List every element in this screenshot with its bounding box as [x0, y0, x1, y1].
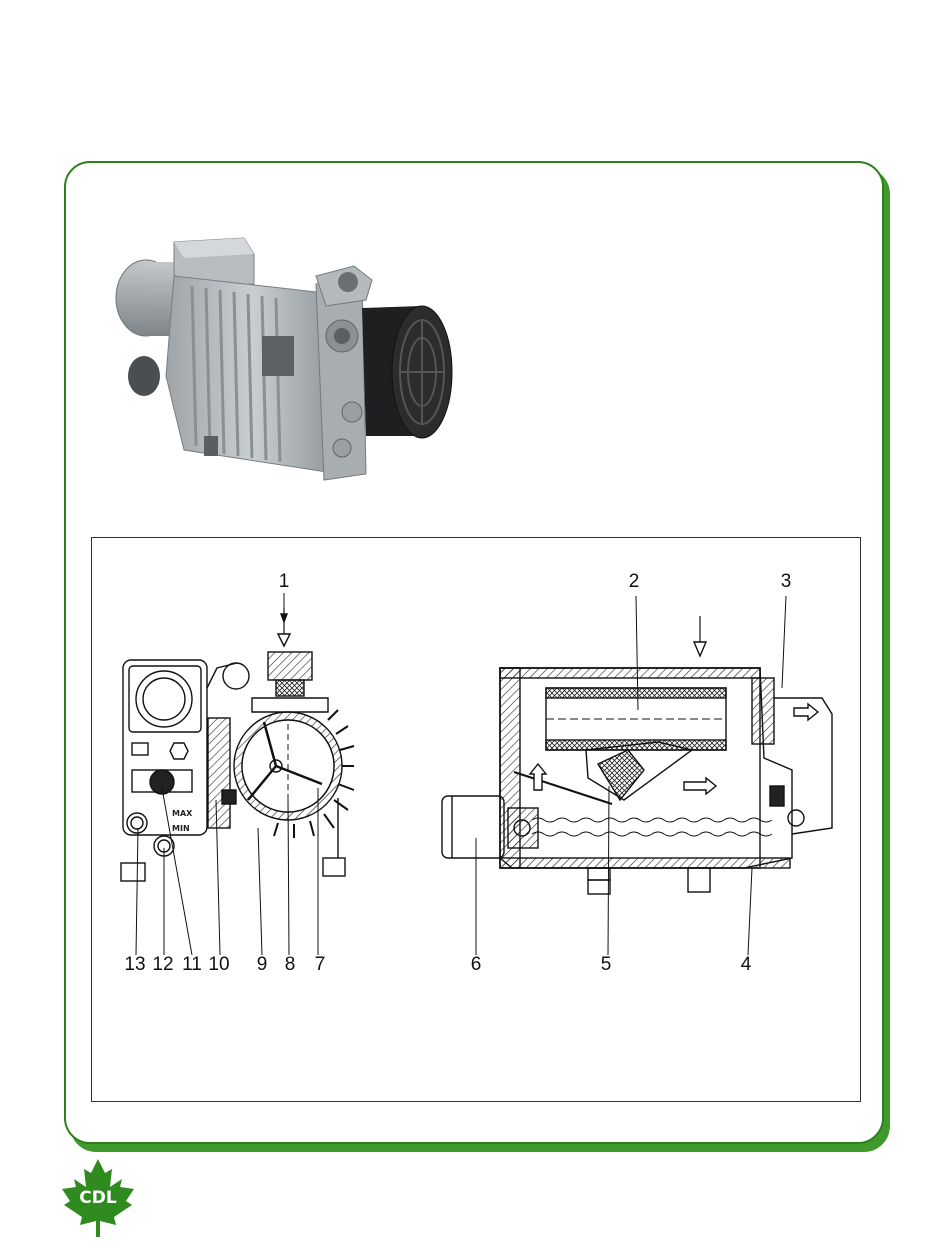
callout-8: 8: [285, 955, 296, 975]
callout-7: 7: [315, 955, 326, 975]
callout-10: 10: [208, 955, 229, 975]
callout-3: 3: [781, 572, 792, 592]
callout-9: 9: [257, 955, 268, 975]
callout-1: 1: [279, 572, 290, 592]
callout-11: 11: [182, 955, 202, 975]
oil-level-max-label: MAX: [172, 809, 192, 818]
callout-6: 6: [471, 955, 482, 975]
callout-12: 12: [152, 955, 173, 975]
callout-2: 2: [629, 572, 640, 592]
oil-level-min-label: MIN: [172, 824, 190, 833]
callout-4: 4: [741, 955, 752, 975]
vacuum-pump-photo: [104, 236, 456, 486]
callout-5: 5: [601, 955, 612, 975]
cross-section-diagram: MAX MIN 1 2 3 4 5 6 7 8 9 10 11 12 13: [91, 537, 861, 1102]
diagram-drawing: [92, 538, 862, 1103]
logo-text: CDL: [60, 1188, 136, 1208]
callout-13: 13: [124, 955, 145, 975]
